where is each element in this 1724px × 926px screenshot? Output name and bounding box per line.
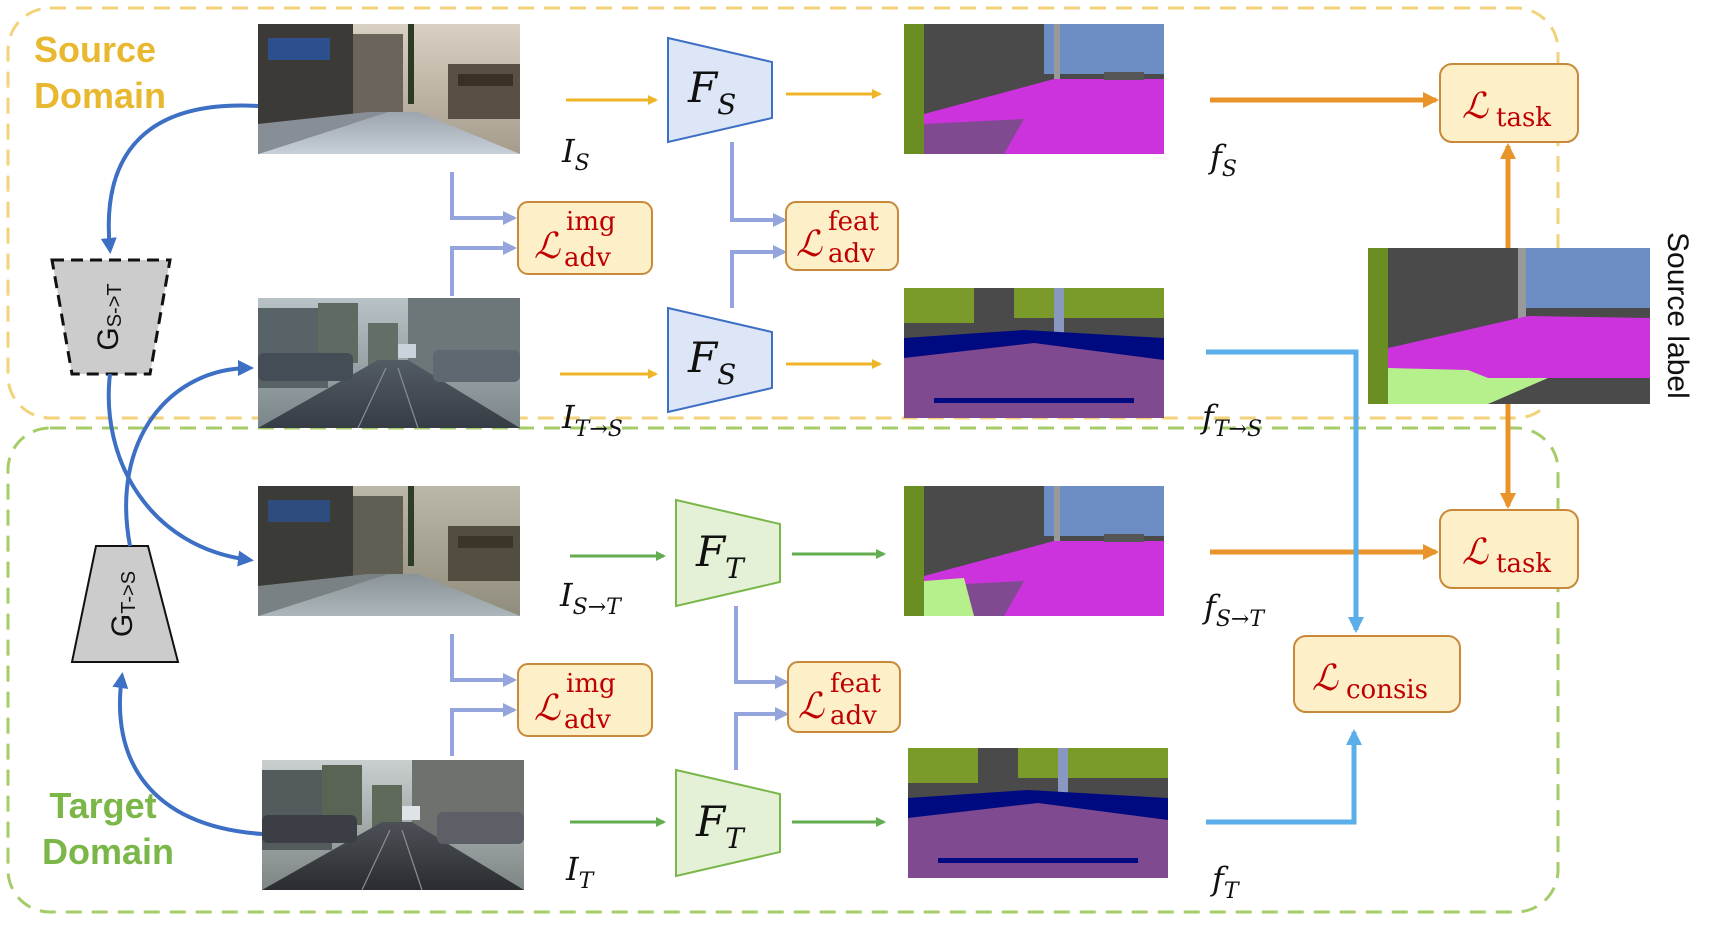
- label-i-t2s: IT→S: [561, 398, 623, 442]
- arrow-target-to-generator: [112, 672, 263, 836]
- loss-consis: ℒ consis: [1293, 635, 1461, 713]
- source-domain-region: [6, 6, 1560, 420]
- segmentation-f-t: [908, 748, 1168, 878]
- svg-text:ℒ: ℒ: [534, 688, 561, 729]
- svg-text:FS: FS: [687, 63, 736, 121]
- svg-text:adv: adv: [828, 239, 875, 269]
- svg-text:task: task: [1496, 549, 1551, 579]
- extractor-ft-bottom: FT: [675, 768, 781, 878]
- image-target-to-source: [257, 297, 521, 429]
- source-domain-label: Source Domain: [34, 29, 166, 116]
- svg-text:adv: adv: [564, 243, 611, 273]
- svg-text:ℒ: ℒ: [796, 224, 823, 265]
- extractor-fs-top: FS: [667, 36, 773, 144]
- arrow-img-adv-top-2: [450, 241, 517, 296]
- arrow-feat-adv-bottom-2: [734, 707, 789, 770]
- generator-s-to-t: GS->T: [50, 258, 172, 376]
- svg-text:FT: FT: [695, 797, 746, 855]
- svg-text:adv: adv: [564, 705, 611, 735]
- segmentation-f-s: [904, 24, 1164, 154]
- svg-text:FS: FS: [687, 333, 736, 391]
- segmentation-f-s2t: [904, 486, 1164, 616]
- svg-text:feat: feat: [828, 207, 880, 237]
- label-i-s2t: IS→T: [559, 576, 623, 620]
- loss-img-adv-top: ℒ img adv: [517, 201, 653, 275]
- loss-img-adv-bottom: ℒ img adv: [517, 663, 653, 737]
- svg-text:ℒ: ℒ: [1462, 532, 1489, 573]
- segmentation-f-t2s: [904, 288, 1164, 418]
- loss-feat-adv-bottom: ℒ feat adv: [787, 661, 901, 733]
- generator-t-to-s: GT->S: [70, 545, 180, 663]
- label-f-t: fT: [1210, 860, 1241, 904]
- svg-text:consis: consis: [1346, 675, 1428, 705]
- arrow-source-to-generator: [100, 103, 259, 254]
- image-source: [258, 24, 520, 154]
- svg-text:ℒ: ℒ: [1462, 86, 1489, 127]
- target-domain-region: [6, 426, 1560, 914]
- svg-text:img: img: [566, 207, 616, 237]
- svg-text:adv: adv: [830, 701, 877, 731]
- svg-text:ℒ: ℒ: [534, 226, 561, 267]
- source-label-text: Source label: [1661, 232, 1694, 399]
- svg-text:ℒ: ℒ: [1312, 658, 1339, 699]
- arrow-ft-to-consis: [1206, 729, 1362, 825]
- svg-text:img: img: [566, 669, 616, 699]
- label-f-t2s: fT→S: [1200, 398, 1262, 442]
- arrow-img-adv-top-1: [450, 172, 517, 225]
- loss-task-bottom: ℒ task: [1439, 509, 1579, 589]
- svg-text:GT->S: GT->S: [106, 571, 140, 637]
- label-f-s2t: fS→T: [1202, 588, 1266, 632]
- arrow-img-adv-bottom-1: [450, 634, 517, 687]
- image-target: [261, 759, 525, 891]
- arrow-img-adv-bottom-2: [450, 703, 517, 756]
- label-i-t: IT: [565, 850, 596, 894]
- svg-text:FT: FT: [695, 527, 746, 585]
- svg-text:task: task: [1496, 103, 1551, 133]
- arrow-ft2s-to-consis: [1206, 349, 1364, 633]
- label-f-s: fS: [1208, 138, 1237, 182]
- label-i-s: IS: [561, 132, 590, 176]
- arrow-feat-adv-bottom-1: [734, 606, 789, 689]
- svg-text:ℒ: ℒ: [798, 686, 825, 727]
- extractor-fs-bottom: FS: [667, 306, 773, 414]
- loss-feat-adv-top: ℒ feat adv: [785, 201, 899, 271]
- extractor-ft-top: FT: [675, 498, 781, 608]
- arrow-generator-to-image-t2s: [124, 360, 254, 547]
- target-domain-label: Target Domain: [42, 785, 174, 872]
- source-label-map: [1368, 248, 1650, 404]
- image-source-to-target: [258, 486, 520, 616]
- arrow-feat-adv-top-2: [730, 245, 787, 308]
- svg-text:feat: feat: [830, 669, 882, 699]
- arrow-generator-to-image-s2t: [106, 373, 254, 567]
- arrow-feat-adv-top-1: [730, 142, 787, 227]
- loss-task-top: ℒ task: [1439, 63, 1579, 143]
